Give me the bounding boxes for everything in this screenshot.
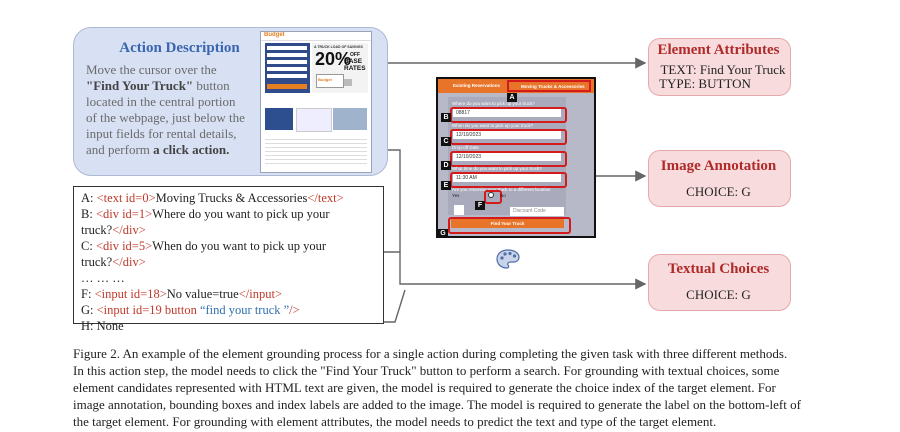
thumb-promo-off: OFF <box>350 52 360 58</box>
find-your-truck-button: Find Your Truck <box>451 219 564 228</box>
element-attributes-title: Element Attributes <box>657 42 780 58</box>
question-pickup-date: When do you want to pick up your truck? <box>452 123 534 128</box>
choice-f: F: <input id=18>No value=true</input> <box>81 287 283 301</box>
thumb-promo-top: A TRUCK LOAD OF SAVINGS <box>314 45 363 49</box>
annotation-label-f: F <box>475 201 485 210</box>
choice-a: A: <text id=0>Moving Trucks & Accessorie… <box>81 191 344 205</box>
choice-b-cont: truck?</div> <box>81 223 146 237</box>
choice-ellipsis: … … … <box>81 271 125 285</box>
question-return-location: Are you returning your truck to a differ… <box>452 187 551 192</box>
annotation-label-g: G <box>438 229 448 236</box>
time-input: 11:30 AM <box>453 174 561 182</box>
figure-caption: Figure 2. An example of the element grou… <box>73 346 801 429</box>
thumb-promo-rates: RATES <box>344 65 366 72</box>
annotation-label-d: D <box>441 161 451 170</box>
palette-icon <box>496 249 520 269</box>
action-description-title: Action Description <box>119 40 240 56</box>
image-annotation-panel <box>648 150 791 207</box>
choice-c: C: <div id=5>When do you want to pick up… <box>81 239 327 253</box>
radio-no-label: No <box>500 193 506 198</box>
choice-c-cont: truck?</div> <box>81 255 146 269</box>
annotation-label-c: C <box>441 137 451 146</box>
radio-yes-label: Yes <box>452 193 460 198</box>
radio-no <box>488 192 494 198</box>
element-attributes-text: TEXT: Find Your Truck <box>660 62 786 77</box>
question-pickup-location: Where do you want to pick up your truck? <box>452 101 535 106</box>
textual-choices-title: Textual Choices <box>667 261 770 277</box>
image-annotation-title: Image Annotation <box>660 158 777 174</box>
choice-h: H: None <box>81 319 124 333</box>
pickup-date-input: 12/10/2023 <box>453 131 561 139</box>
discount-code-input: Discount Code <box>510 207 564 216</box>
thumb-promo-base: BASE <box>344 58 363 65</box>
question-pickup-time: What time do you want to pick up your tr… <box>452 166 542 171</box>
webpage-thumbnail: Budget A TRUCK LOAD OF SAVINGS 20% OFF B… <box>260 31 372 173</box>
textual-choices-panel <box>648 254 791 311</box>
element-attributes-type: TYPE: BUTTON <box>659 76 751 91</box>
choice-g: G: <input id=19 button “find your truck … <box>81 303 300 317</box>
annotation-label-b: B <box>441 113 451 122</box>
dropoff-date-input: 12/10/2023 <box>453 153 561 161</box>
tab-existing-reservations: Existing Reservations <box>441 81 505 91</box>
tab-moving-trucks: Moving Trucks & Accessories <box>507 80 591 92</box>
radio-no-annotation <box>484 190 502 204</box>
thumb-promo-percent: 20% <box>315 49 352 69</box>
image-annotation-choice: CHOICE: G <box>686 184 751 199</box>
action-description-text: Move the cursor over the "Find Your Truc… <box>86 62 245 157</box>
annotation-label-e: E <box>441 181 451 190</box>
bracket-connector <box>387 149 401 252</box>
annotated-screenshot: Existing Reservations Moving Trucks & Ac… <box>436 77 596 238</box>
arrow-to-textual-choices <box>383 251 647 290</box>
element-attributes-panel <box>648 38 791 96</box>
textual-choices-choice: CHOICE: G <box>686 287 751 302</box>
textual-choices-input: A: <text id=0>Moving Trucks & Accessorie… <box>73 186 384 333</box>
annotation-label-a: A <box>507 93 517 102</box>
question-dropoff-date: Drop-off Date <box>452 145 479 150</box>
thumb-truck-brand: Budget <box>318 77 332 82</box>
choice-b: B: <div id=1>Where do you want to pick u… <box>81 207 330 221</box>
truck-icon <box>316 74 344 88</box>
zip-input: 08817 <box>453 109 561 117</box>
bracket-bottom <box>383 289 406 323</box>
thumb-brand-logo: Budget <box>264 32 285 38</box>
